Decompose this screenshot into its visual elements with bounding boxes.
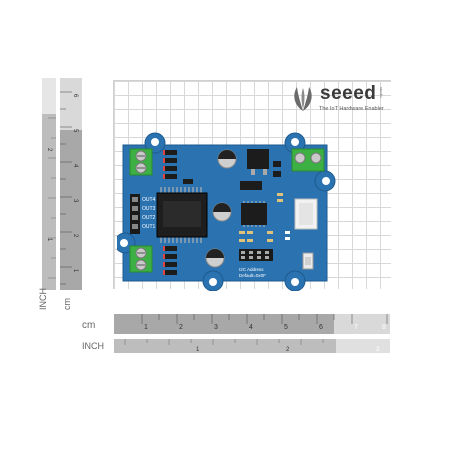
inch-tick-2: 2 xyxy=(286,347,290,353)
vertical-rulers: 6 5 4 3 2 1 2 1 INCH cm xyxy=(38,78,82,310)
horizontal-inch-label: INCH xyxy=(82,341,104,351)
seeed-brand-text: seeed xyxy=(320,83,377,104)
seeed-studio-text: studio xyxy=(379,87,384,98)
vertical-inch-ruler xyxy=(42,78,56,290)
cm-tick-8: 8 xyxy=(382,324,386,331)
screw-terminal-top-left xyxy=(129,148,153,176)
horizontal-cm-label: cm xyxy=(82,320,95,331)
vertical-cm-label: cm xyxy=(62,298,72,310)
grove-connector xyxy=(294,198,318,230)
label-out3: OUT3 xyxy=(142,206,156,212)
label-out2: OUT2 xyxy=(142,215,156,221)
cm-tick-5: 5 xyxy=(284,324,288,331)
motor-driver-board: OUT4 OUT3 OUT2 OUT1 xyxy=(117,132,336,291)
address-pin-header xyxy=(239,249,273,261)
vertical-cm-ruler xyxy=(60,78,82,290)
cm-tick-2: 2 xyxy=(179,324,183,331)
inch-tick-3: 3 xyxy=(376,347,380,353)
cm-tick-3: 3 xyxy=(214,324,218,331)
horizontal-rulers: cm 1 2 3 4 5 6 7 8 INCH 1 2 3 xyxy=(82,314,390,353)
horizontal-inch-ruler xyxy=(114,339,336,353)
inch-tick-1: 1 xyxy=(196,347,200,353)
label-out4: OUT4 xyxy=(142,197,156,203)
v-cm-tick-2: 2 xyxy=(72,234,78,238)
screw-terminal-bottom-left xyxy=(129,245,153,273)
reset-button[interactable] xyxy=(302,252,314,270)
diodes xyxy=(163,150,177,275)
seeed-logo: seeed The IoT Hardware Enabler studio xyxy=(286,83,390,115)
mounting-holes xyxy=(120,138,330,286)
voltage-regulator xyxy=(247,149,269,175)
default-address-label: Default=0x0F xyxy=(239,273,266,278)
v-cm-tick-6: 6 xyxy=(72,94,78,98)
i2c-address-label: I2C Address xyxy=(239,267,264,272)
cm-tick-7: 7 xyxy=(354,324,358,331)
screw-terminal-power xyxy=(291,148,325,172)
v-inch-tick-1: 1 xyxy=(46,238,52,242)
v-cm-tick-1: 1 xyxy=(72,269,78,273)
v-inch-tick-2: 2 xyxy=(46,148,52,152)
seeed-tagline: The IoT Hardware Enabler xyxy=(319,106,384,112)
seeed-leaf-icon xyxy=(294,87,312,111)
vertical-inch-label: INCH xyxy=(38,288,48,310)
v-cm-tick-3: 3 xyxy=(72,199,78,203)
horizontal-cm-ruler xyxy=(114,314,334,334)
microcontroller-chip xyxy=(241,201,267,227)
label-out1: OUT1 xyxy=(142,224,156,230)
cm-tick-4: 4 xyxy=(249,324,253,331)
v-cm-tick-5: 5 xyxy=(72,129,78,133)
cm-tick-1: 1 xyxy=(144,324,148,331)
v-cm-tick-4: 4 xyxy=(72,164,78,168)
cm-tick-6: 6 xyxy=(319,324,323,331)
capacitors xyxy=(205,149,237,268)
l298-driver-chip xyxy=(156,187,208,243)
output-header xyxy=(130,194,140,234)
